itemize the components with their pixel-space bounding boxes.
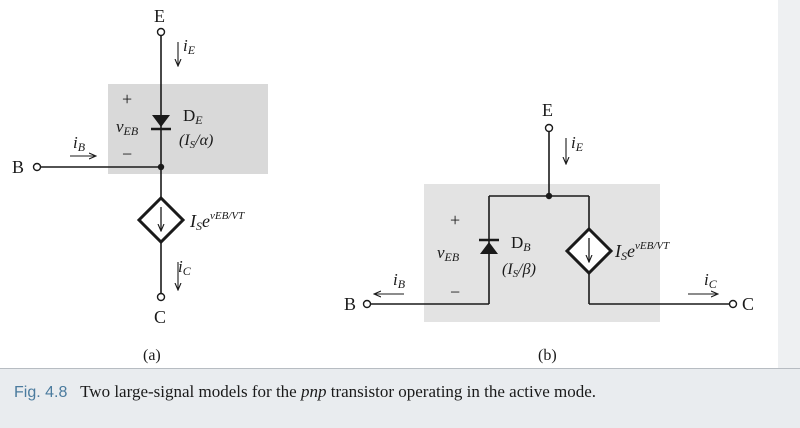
caption-text-before: Two large-signal models for the (80, 382, 301, 401)
terminal-b-a (32, 162, 42, 172)
label-b-b: B (344, 294, 356, 314)
label-e-a: E (154, 6, 165, 26)
caption-text: Fig. 4.8 Two large-signal models for the… (14, 382, 596, 402)
circuit-diagram: E B C iE iC iB + − vEB DE (IS/α) ISevEB/… (12, 6, 754, 364)
figure-caption: Fig. 4.8 Two large-signal models for the… (0, 368, 800, 428)
source-label-b: ISevEB/VT (614, 240, 670, 263)
caption-emphasis: pnp (300, 382, 327, 401)
panel-label-a: (a) (143, 347, 161, 364)
ie-label-b: iE (571, 133, 584, 154)
caption-label: Fig. 4.8 (14, 384, 68, 401)
diode-de (151, 113, 171, 136)
diode-value-a: (IS/α) (179, 132, 213, 151)
shaded-region-b (424, 184, 660, 322)
terminal-e-a (156, 27, 166, 37)
veb-label-b: vEB (437, 243, 460, 264)
terminal-e-b (544, 123, 554, 133)
page-edge-strip (778, 0, 800, 368)
terminal-c-b (728, 299, 738, 309)
caption-text-after: transistor operating in the active mode. (326, 382, 597, 401)
current-source-b (564, 226, 614, 276)
junction-node-b (545, 192, 553, 200)
diode-db (479, 236, 499, 258)
label-c-b: C (742, 294, 754, 314)
ib-label-a: iB (73, 133, 86, 154)
plus-a: + (122, 89, 132, 109)
ie-label-a: iE (183, 36, 196, 57)
current-source-a (136, 195, 186, 245)
veb-label-a: vEB (116, 117, 139, 138)
minus-b: − (450, 282, 460, 302)
label-c-a: C (154, 307, 166, 327)
diode-value-b: (IS/β) (502, 261, 536, 280)
terminal-c-a (156, 292, 166, 302)
ic-label-a: iC (178, 257, 192, 278)
label-e-b: E (542, 100, 553, 120)
source-label-a: ISevEB/VT (189, 210, 245, 233)
ic-label-b: iC (704, 270, 718, 291)
junction-node-a (157, 163, 165, 171)
shaded-region-a (108, 84, 268, 174)
diode-name-b: DB (511, 233, 531, 254)
terminal-b-b (362, 299, 372, 309)
minus-a: − (122, 144, 132, 164)
plus-b: + (450, 210, 460, 230)
label-b-a: B (12, 157, 24, 177)
ib-label-b: iB (393, 270, 406, 291)
panel-label-b: (b) (538, 347, 557, 364)
diode-name-a: DE (183, 106, 203, 127)
